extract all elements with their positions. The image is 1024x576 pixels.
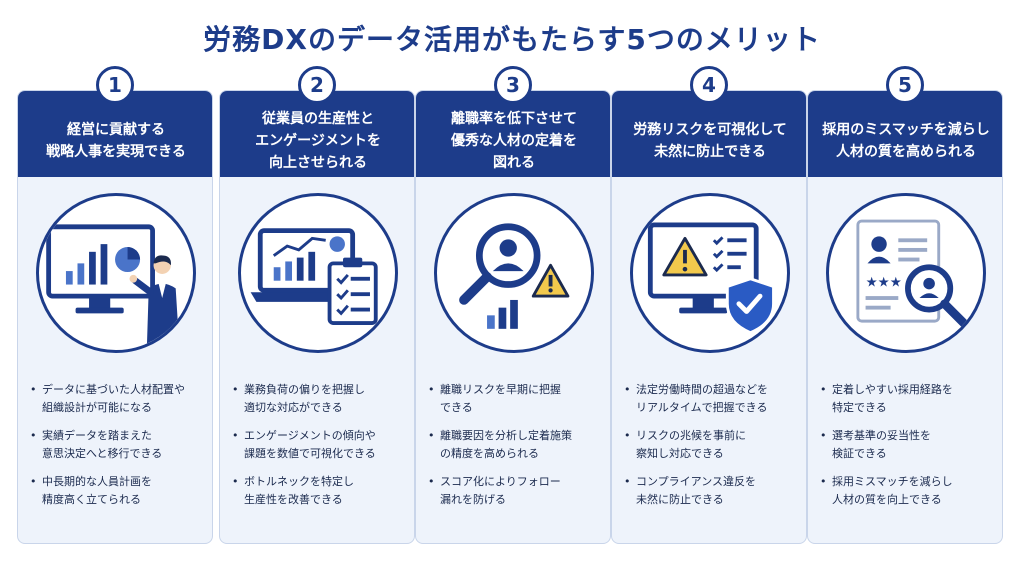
benefit-card-4: 労務リスクを可視化して 未然に防止できる 法定労働時間の超過などを リアルタイ xyxy=(611,90,807,544)
benefit-cards: 経営に貢献する 戦略人事を実現できる データに基づいた人材配 xyxy=(17,66,1009,546)
page-title: 労務DXのデータ活用がもたらす5つのメリット xyxy=(203,23,821,56)
bullet-item: データに基づいた人材配置や 組織設計が可能になる xyxy=(30,381,208,417)
card-heading: 離職率を低下させて 優秀な人材の定着を 図れる xyxy=(416,91,610,177)
bullet-item: 定着しやすい採用経路を 特定できる xyxy=(820,381,998,417)
bullet-list: 業務負荷の偏りを把握し 適切な対応ができる エンゲージメントの傾向や 課題を数値… xyxy=(232,381,410,519)
bullet-item: 業務負荷の偏りを把握し 適切な対応ができる xyxy=(232,381,410,417)
card-heading: 経営に貢献する 戦略人事を実現できる xyxy=(18,91,212,177)
laptop-checklist-icon xyxy=(238,193,398,353)
benefit-card-3: 離職率を低下させて 優秀な人材の定着を 図れる 離職リスクを早期に把握 できる … xyxy=(415,90,611,544)
magnifier-person-icon xyxy=(434,193,594,353)
bullet-item: 選考基準の妥当性を 検証できる xyxy=(820,427,998,463)
bullet-item: 法定労働時間の超過などを リアルタイムで把握できる xyxy=(624,381,802,417)
bullet-list: 定着しやすい採用経路を 特定できる 選考基準の妥当性を 検証できる 採用ミスマッ… xyxy=(820,381,998,519)
benefit-card-5: 採用のミスマッチを減らし 人材の質を高められる ★★★ 定着しやすい採用経路を … xyxy=(807,90,1003,544)
number-badge-1: 1 xyxy=(96,66,134,104)
number-badge-2: 2 xyxy=(298,66,336,104)
bullet-list: 法定労働時間の超過などを リアルタイムで把握できる リスクの兆候を事前に 察知し… xyxy=(624,381,802,519)
bullet-item: スコア化によりフォロー 漏れを防げる xyxy=(428,473,606,509)
bullet-item: 離職リスクを早期に把握 できる xyxy=(428,381,606,417)
bullet-list: データに基づいた人材配置や 組織設計が可能になる 実績データを踏まえた 意思決定… xyxy=(30,381,208,519)
warning-shield-icon xyxy=(630,193,790,353)
resume-magnifier-icon: ★★★ xyxy=(826,193,986,353)
card-heading: 従業員の生産性と エンゲージメントを 向上させられる xyxy=(220,91,414,177)
bullet-item: リスクの兆候を事前に 察知し対応できる xyxy=(624,427,802,463)
benefit-card-1: 経営に貢献する 戦略人事を実現できる データに基づいた人材配 xyxy=(17,90,213,544)
bullet-item: 採用ミスマッチを減らし 人材の質を向上できる xyxy=(820,473,998,509)
bullet-item: 離職要因を分析し定着施策 の精度を高められる xyxy=(428,427,606,463)
number-badge-5: 5 xyxy=(886,66,924,104)
bullet-item: 実績データを踏まえた 意思決定へと移行できる xyxy=(30,427,208,463)
svg-text:★★★: ★★★ xyxy=(866,274,902,290)
card-heading: 労務リスクを可視化して 未然に防止できる xyxy=(612,91,806,177)
presentation-monitor-icon xyxy=(36,193,196,353)
bullet-item: コンプライアンス違反を 未然に防止できる xyxy=(624,473,802,509)
number-badge-4: 4 xyxy=(690,66,728,104)
bullet-item: 中長期的な人員計画を 精度高く立てられる xyxy=(30,473,208,509)
benefit-card-2: 従業員の生産性と エンゲージメントを 向上させられる xyxy=(219,90,415,544)
bullet-list: 離職リスクを早期に把握 できる 離職要因を分析し定着施策 の精度を高められる ス… xyxy=(428,381,606,519)
bullet-item: ボトルネックを特定し 生産性を改善できる xyxy=(232,473,410,509)
card-heading: 採用のミスマッチを減らし 人材の質を高められる xyxy=(808,91,1002,177)
bullet-item: エンゲージメントの傾向や 課題を数値で可視化できる xyxy=(232,427,410,463)
number-badge-3: 3 xyxy=(494,66,532,104)
